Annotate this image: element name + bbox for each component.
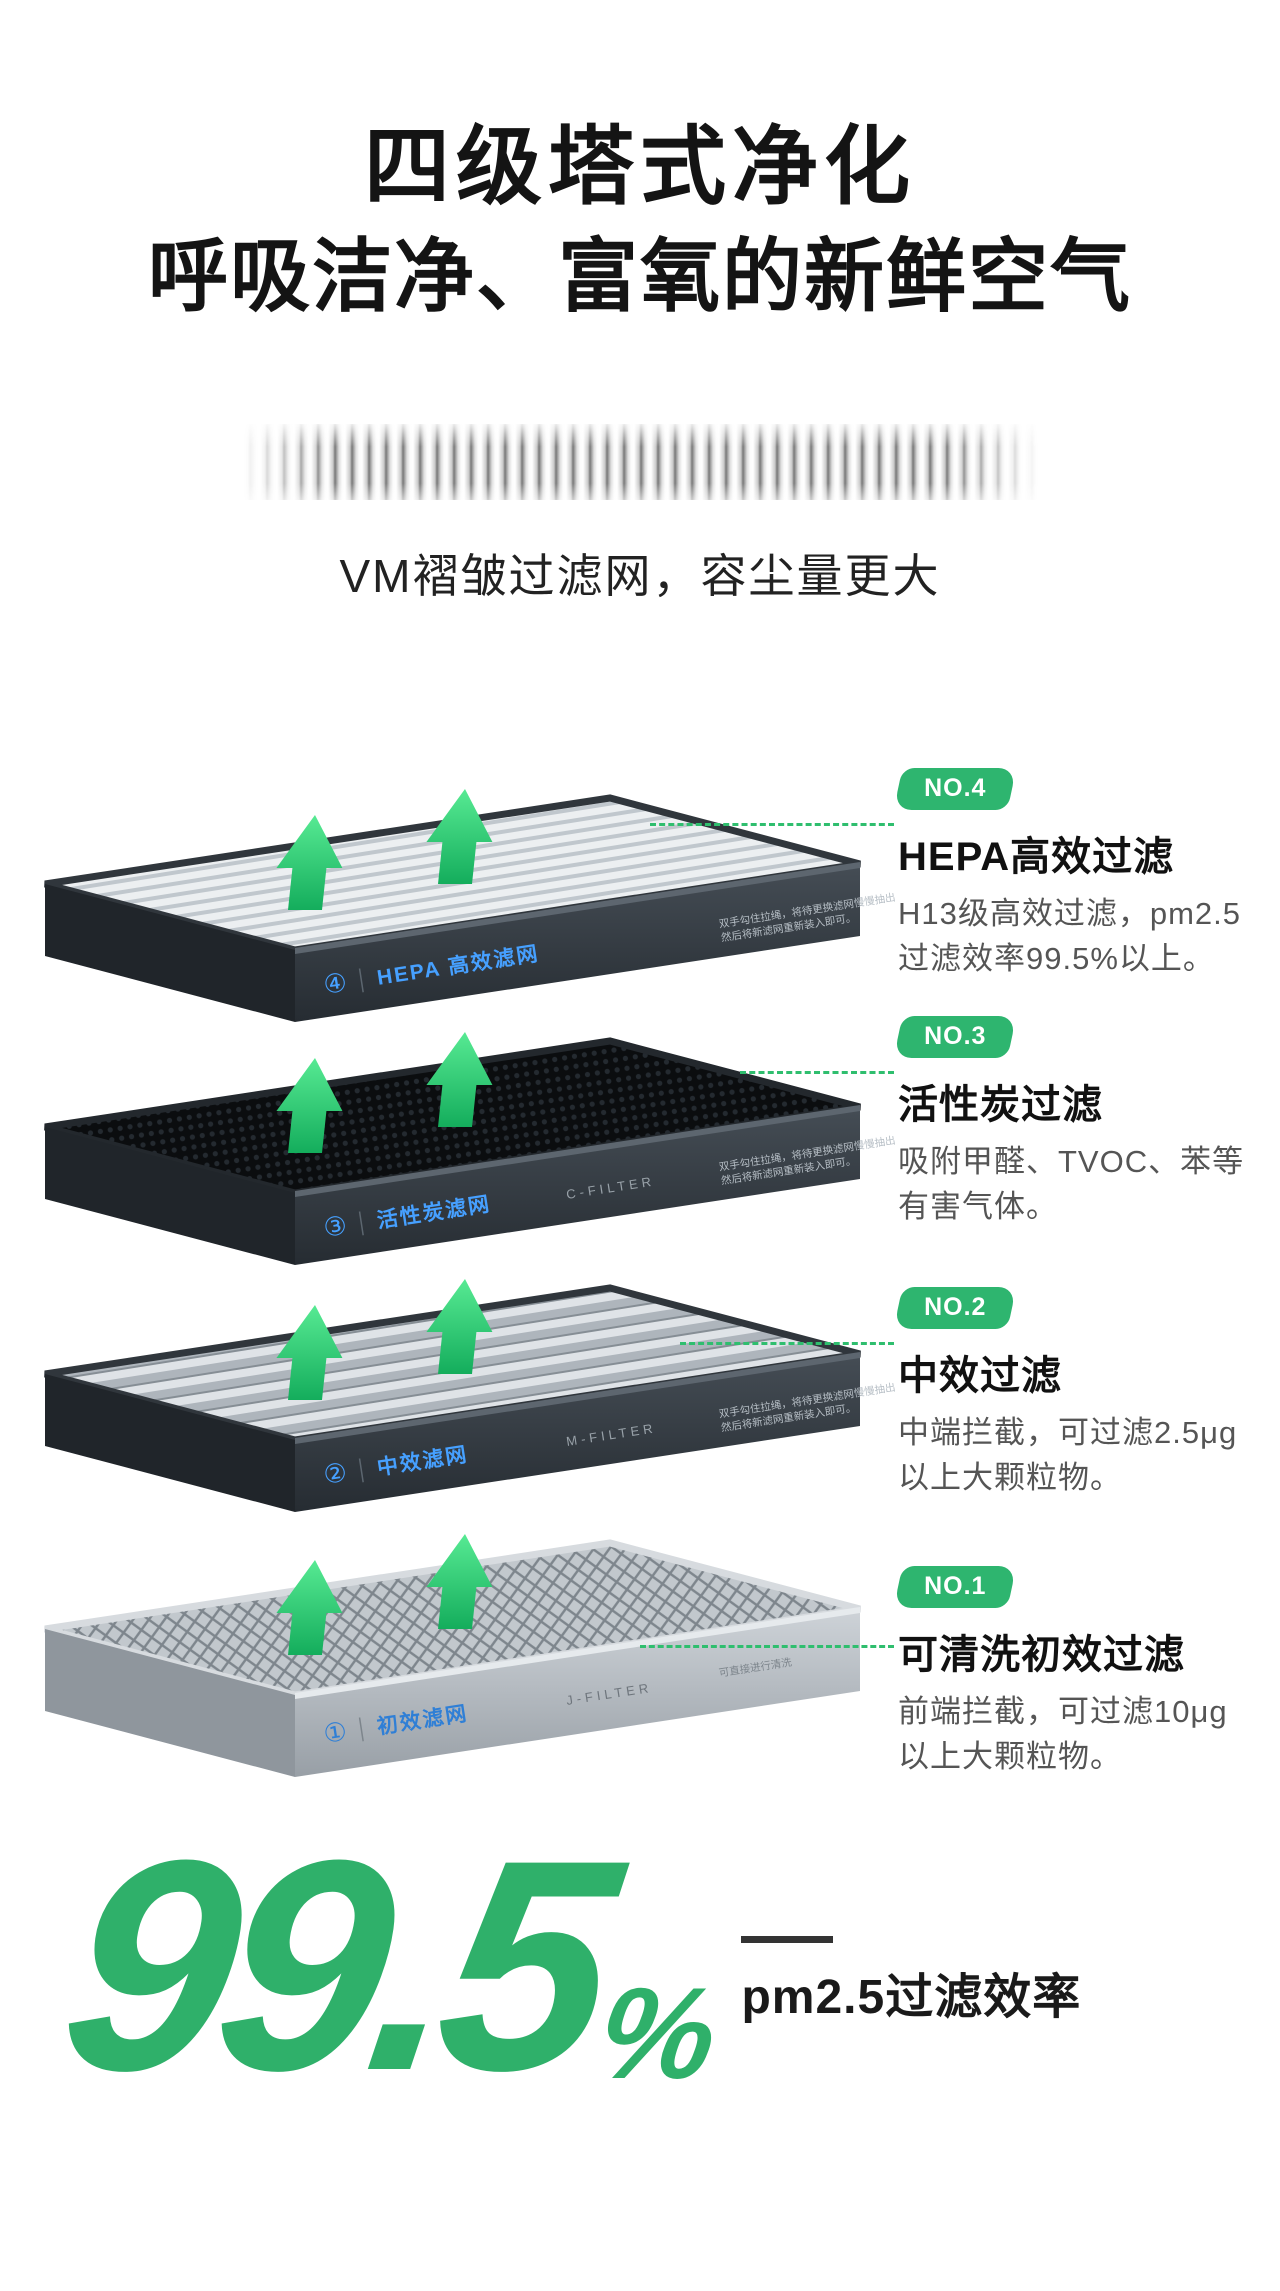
up-arrow-icon [276,1560,343,1655]
label-divider [358,1211,364,1236]
up-arrow-icon [276,1058,343,1153]
badge-text: NO.1 [924,1572,987,1600]
page-title: 四级塔式净化 [364,119,916,215]
carbon-front-face [295,1107,860,1265]
filter-exploded-diagram: ① 初效滤网 J-FILTER 可直接进行清洗 ② 中效滤网 M-FILTER … [44,789,896,1777]
efficiency-stat: 99.5 % pm2.5过滤效率 [46,1797,1081,2133]
up-arrow-icon [426,1534,493,1629]
callout-desc-no3: 吸附甲醛、TVOC、苯等有害气体。 [898,1144,1245,1224]
callout-no3: NO.3 活性炭过滤 吸附甲醛、TVOC、苯等有害气体。 [893,1016,1250,1230]
filter-layer-carbon: ③ 活性炭滤网 C-FILTER 双手勾住拉绳，将待更换滤网慢慢抽出 然后将新滤… [44,1032,896,1265]
label-divider [358,1458,364,1483]
up-arrow-icon [276,1305,343,1400]
pleat-caption: VM褶皱过滤网，容尘量更大 [339,550,941,602]
callout-no1: NO.1 可清洗初效过滤 前端拦截，可过滤10μg以上大颗粒物。 [893,1566,1250,1780]
stat-label-block: pm2.5过滤效率 [741,1936,1081,2027]
mid-left-face [45,1374,295,1512]
stat-label: pm2.5过滤效率 [741,1971,1082,2024]
callout-title-no2: 中效过滤 [898,1354,1062,1398]
prefilter-front-face [295,1609,860,1777]
callout-title-no3: 活性炭过滤 [898,1083,1103,1127]
pleated-filter-strip-graphic [240,424,1040,500]
filter-layer-mid: ② 中效滤网 M-FILTER 双手勾住拉绳，将待更换滤网慢慢抽出 然后将新滤网… [44,1279,896,1512]
layer-number: ③ [321,1210,349,1243]
mid-front-rim [295,1352,860,1444]
callout-no2: NO.2 中效过滤 中端拦截，可过滤2.5μg以上大颗粒物。 [893,1287,1250,1501]
carbon-left-face [45,1127,295,1265]
layer-number: ① [321,1716,349,1749]
up-arrow-icon [426,1032,493,1127]
no3-badge: NO.3 [893,1016,1017,1058]
prefilter-left-face [45,1629,295,1777]
hepa-front-rim [295,862,860,954]
badge-text: NO.2 [924,1293,987,1321]
connector-line-no1 [640,1645,894,1648]
no4-badge: NO.4 [893,768,1017,810]
connector-line-no2 [680,1342,894,1345]
up-arrow-icon [276,815,343,910]
label-divider [358,968,364,993]
up-arrow-icon [426,789,493,884]
connector-line-no3 [740,1071,894,1074]
filter-layer-prefilter: ① 初效滤网 J-FILTER 可直接进行清洗 [44,1534,861,1777]
callout-no4: NO.4 HEPA高效过滤 H13级高效过滤，pm2.5过滤效率99.5%以上。 [893,768,1250,982]
up-arrow-icon [426,1279,493,1374]
stat-unit: % [589,1960,726,2106]
stat-dash-rule [741,1936,834,1943]
carbon-front-rim [295,1105,860,1197]
mid-front-face [295,1354,860,1512]
no2-badge: NO.2 [893,1287,1017,1329]
hepa-left-face [45,884,295,1022]
callout-title-no4: HEPA高效过滤 [898,835,1175,879]
stat-value: 99.5 [46,1797,622,2133]
filter-layer-hepa: ④ HEPA 高效滤网 双手勾住拉绳，将待更换滤网慢慢抽出 然后将新滤网重新装入… [44,789,896,1022]
badge-text: NO.3 [924,1022,987,1050]
badge-text: NO.4 [924,774,987,802]
callout-title-no1: 可清洗初效过滤 [898,1633,1185,1677]
connector-line-no4 [650,823,894,826]
callout-desc-no4: H13级高效过滤，pm2.5过滤效率99.5%以上。 [898,896,1242,976]
no1-badge: NO.1 [893,1566,1017,1608]
callout-desc-no2: 中端拦截，可过滤2.5μg以上大颗粒物。 [898,1415,1238,1495]
page-subtitle: 呼吸洁净、富氧的新鲜空气 [148,232,1132,321]
label-divider [358,1717,364,1742]
layer-number: ④ [321,967,349,1000]
callout-desc-no1: 前端拦截，可过滤10μg以上大颗粒物。 [898,1694,1228,1774]
hepa-front-face [295,864,860,1022]
prefilter-front-rim [295,1607,860,1699]
layer-number: ② [321,1457,349,1490]
